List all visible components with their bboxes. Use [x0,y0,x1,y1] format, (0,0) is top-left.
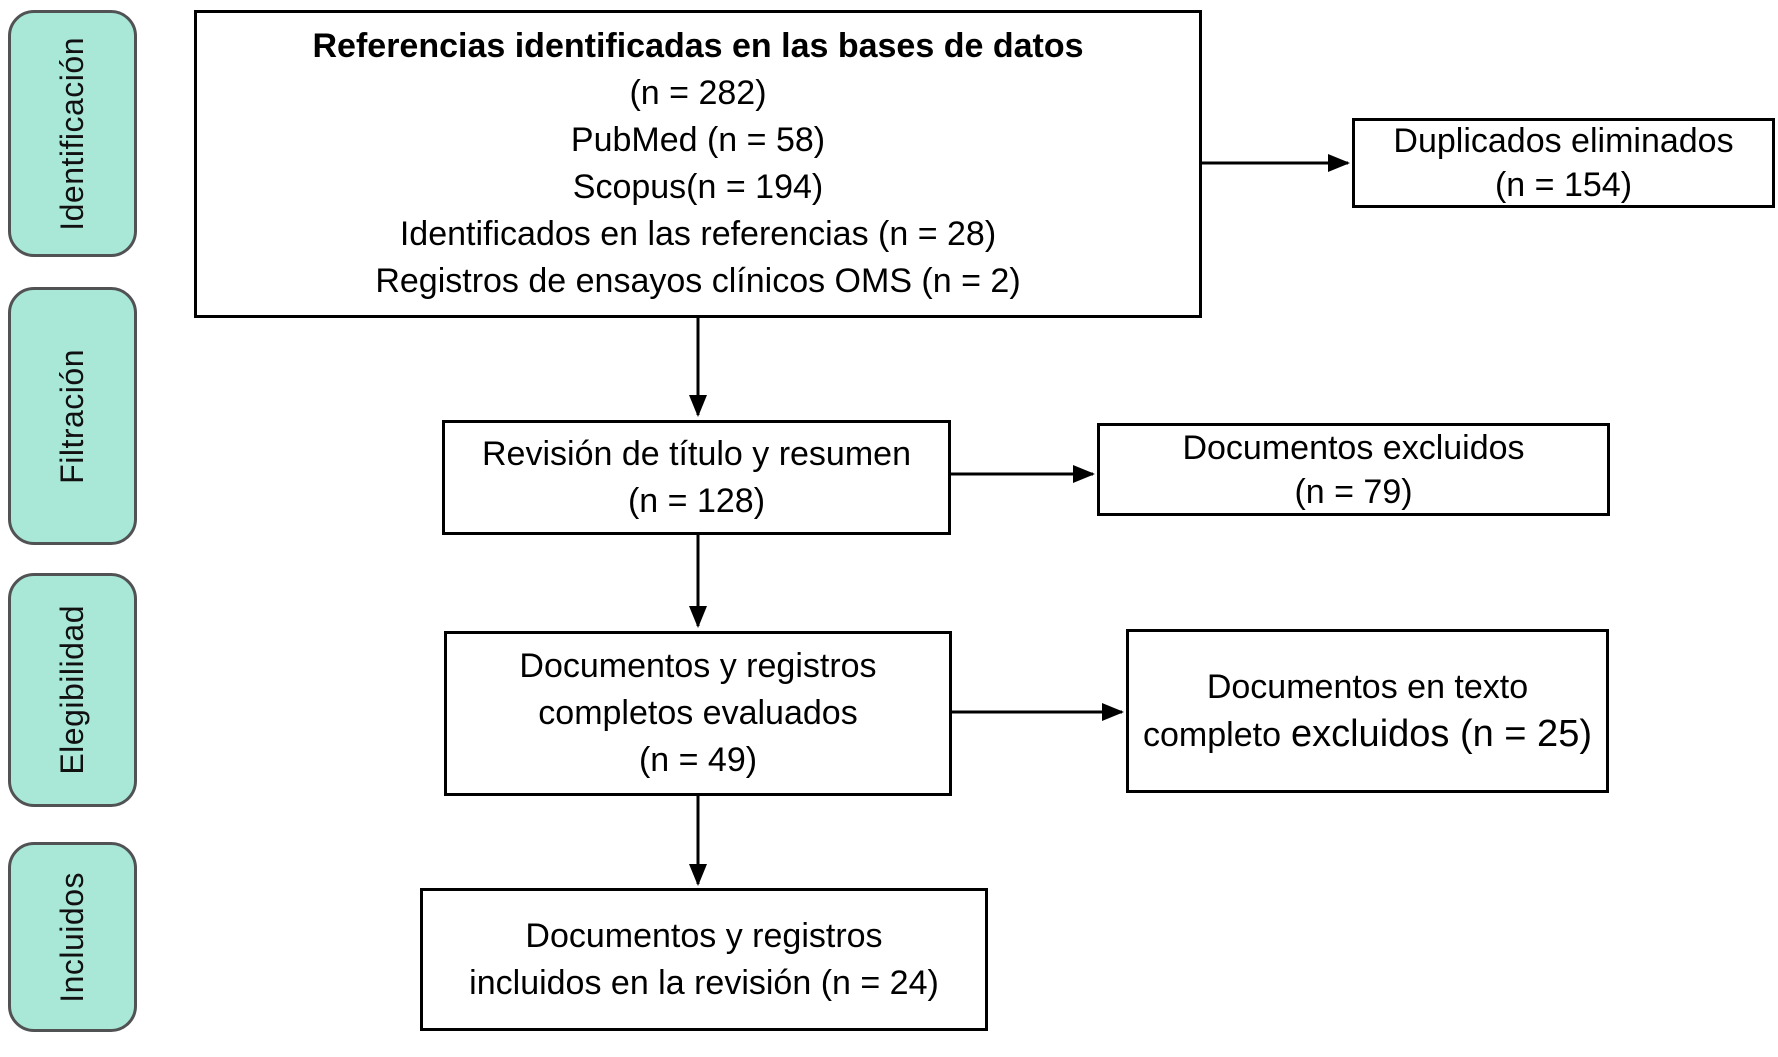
box-text-line: (n = 282) [629,74,767,112]
box-text-line: Documentos y registros [519,647,877,685]
box-text-segment: completo [1143,715,1281,754]
box-text-line: Documentos en texto [1206,667,1529,706]
box-title-abstract-review: Revisión de título y resumen (n = 128) [442,420,951,535]
box-text-line: Registros de ensayos clínicos OMS (n = 2… [375,262,1021,300]
stage-label: Identificación [54,36,90,231]
box-text-line: (n = 128) [627,481,766,520]
box-text-line: Duplicados eliminados [1393,122,1734,160]
box-references-identified: Referencias identificadas en las bases d… [194,10,1202,318]
stage-elegibilidad: Elegibilidad [8,573,137,807]
box-text-line: (n = 49) [638,741,758,779]
box-text-line: Scopus(n = 194) [572,168,824,206]
box-text-line: (n = 154) [1494,166,1633,204]
stage-identificacion: Identificación [8,10,137,257]
box-text-line: (n = 79) [1294,472,1413,511]
box-text-segment-emphasis: excluidos (n = 25) [1290,712,1592,755]
box-fulltext-evaluated: Documentos y registros completos evaluad… [444,631,952,796]
box-documents-excluded: Documentos excluidos (n = 79) [1097,423,1610,516]
stage-label: Elegibilidad [54,605,90,775]
stage-filtracion: Filtración [8,287,137,545]
box-text-line: incluidos en la revisión (n = 24) [469,963,939,1002]
box-text-line: completos evaluados [538,694,858,732]
box-duplicates-removed: Duplicados eliminados (n = 154) [1352,118,1775,208]
box-text-line: Documentos y registros [525,916,883,955]
stage-incluidos: Incluidos [8,842,137,1032]
box-text-line: PubMed (n = 58) [570,121,826,159]
box-text-line: Identificados en las referencias (n = 28… [399,215,997,253]
box-title-line: Referencias identificadas en las bases d… [312,27,1084,65]
box-included-in-review: Documentos y registros incluidos en la r… [420,888,988,1031]
stage-label: Incluidos [54,871,90,1003]
box-text-line: Revisión de título y resumen [482,434,911,473]
box-text-line: Documentos excluidos [1182,428,1525,467]
stage-label: Filtración [54,348,90,484]
